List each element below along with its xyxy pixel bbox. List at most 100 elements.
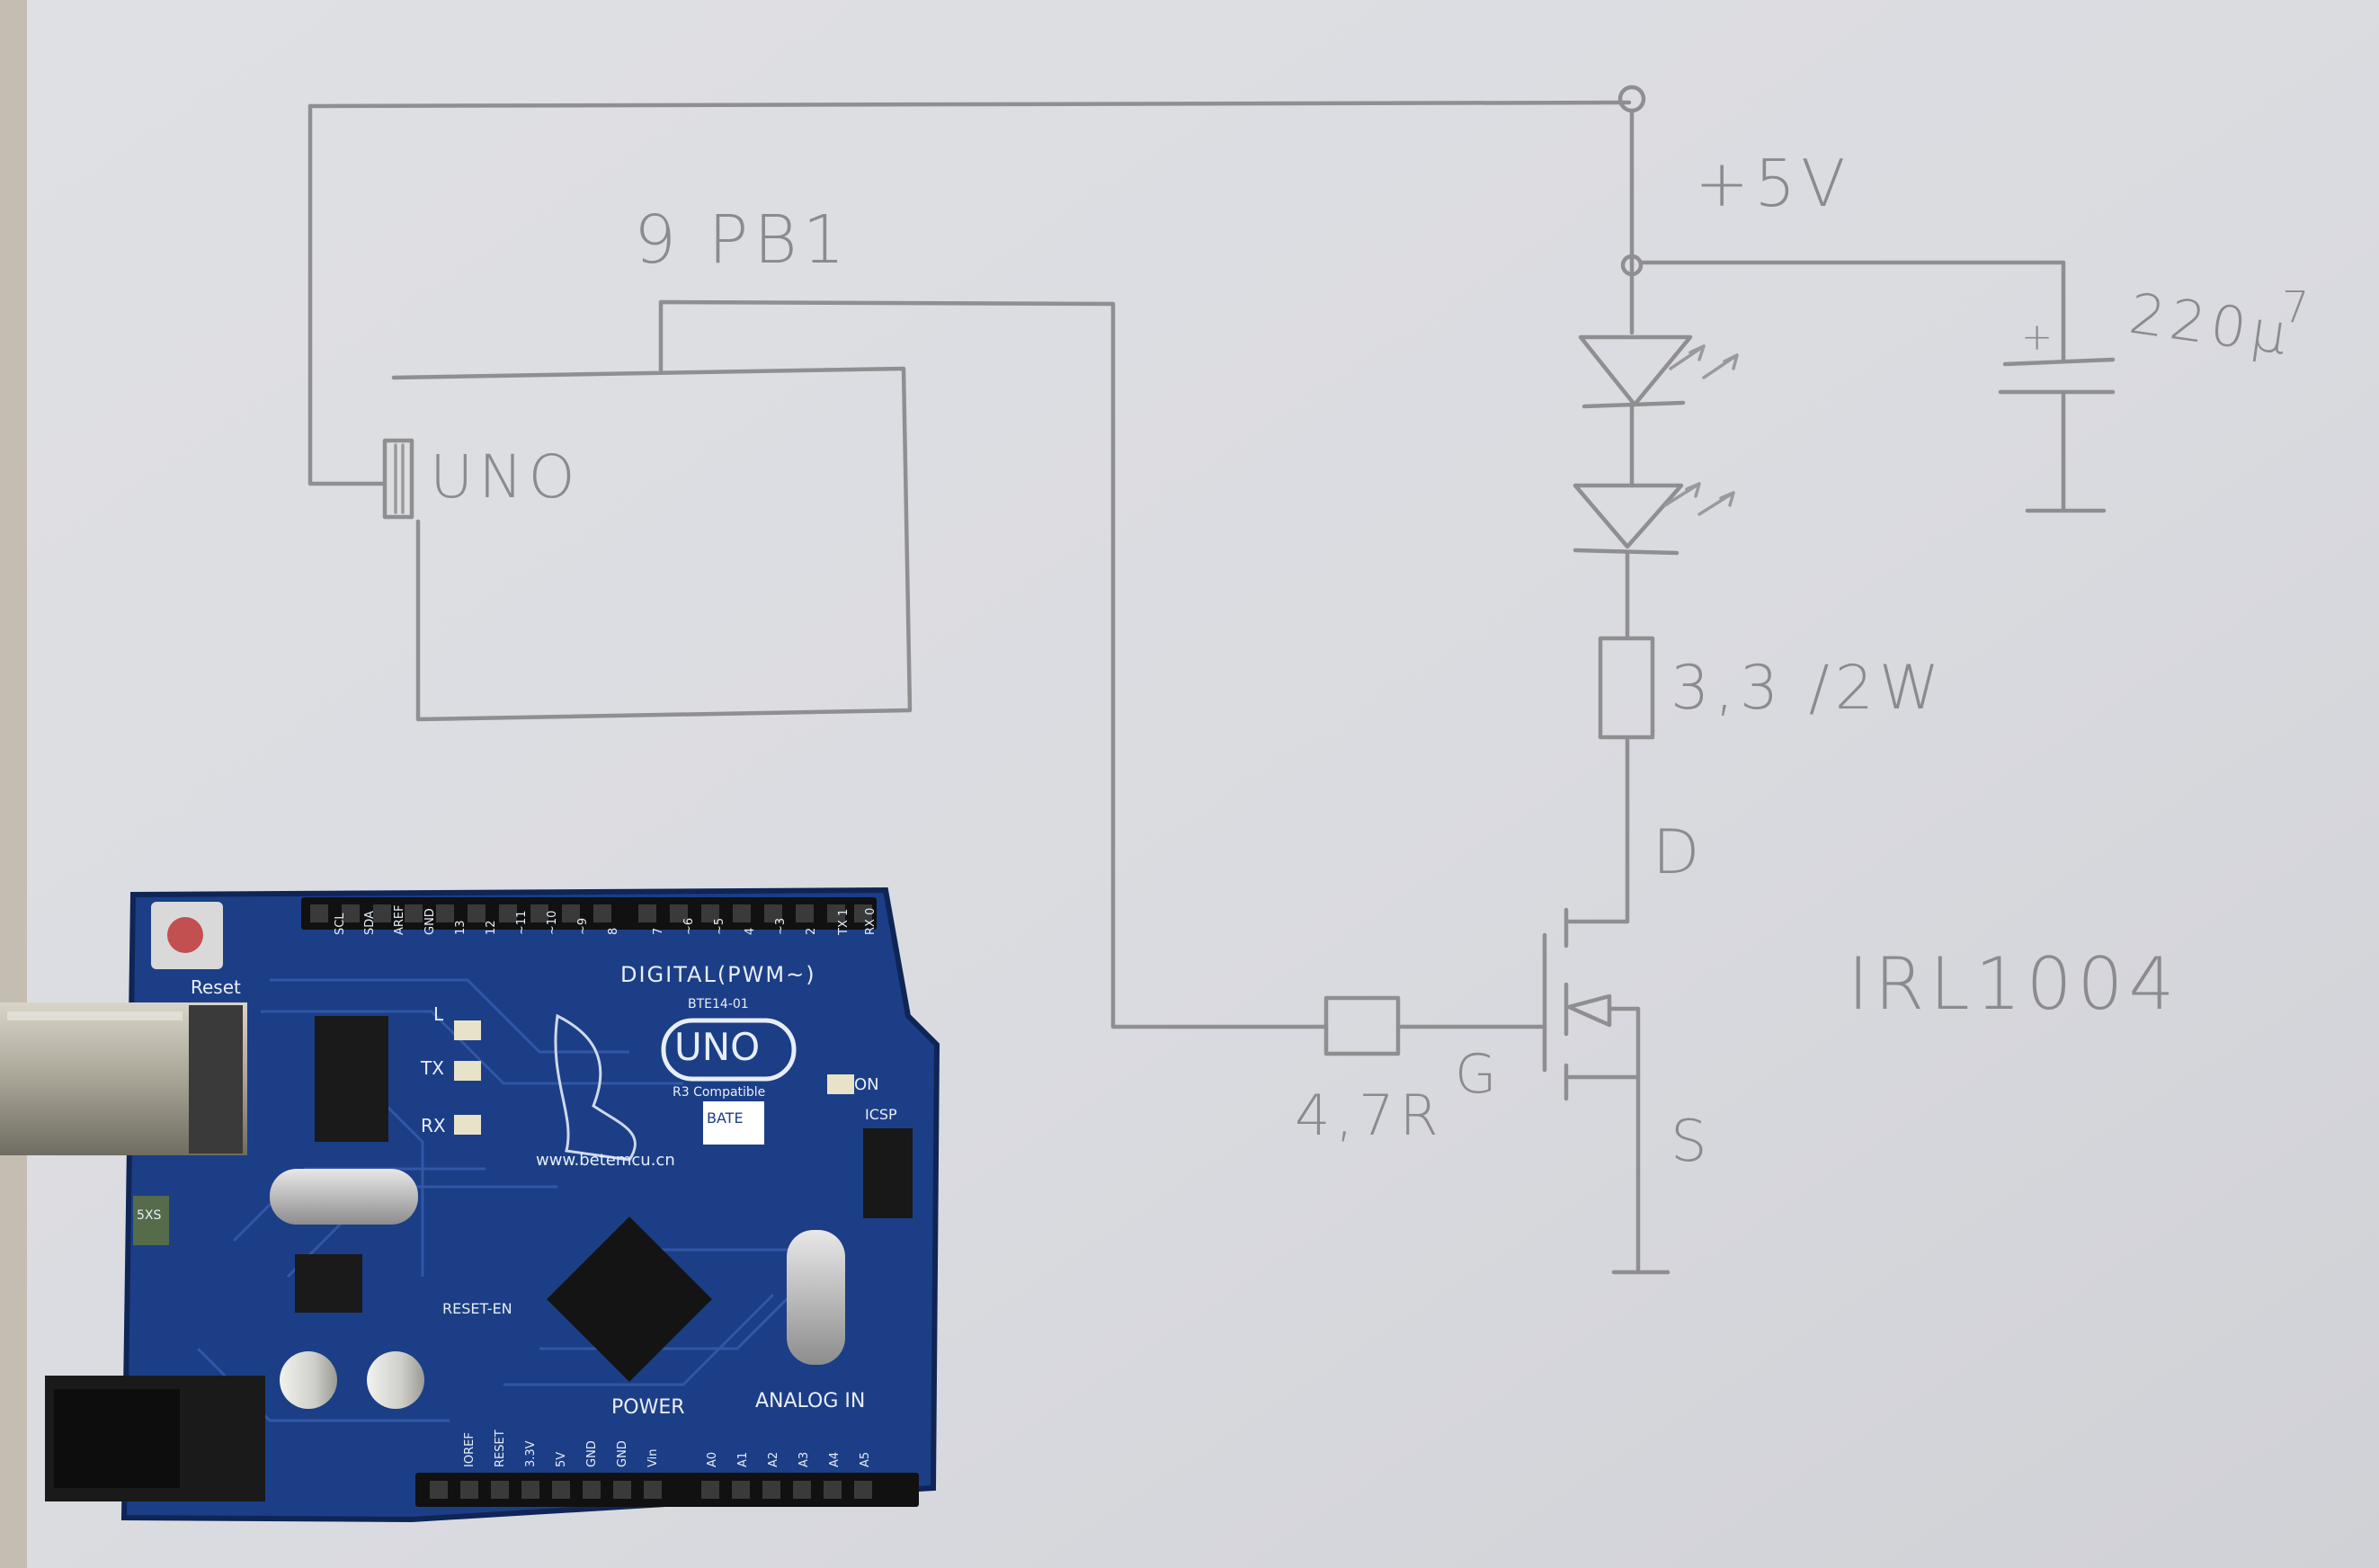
silk-led-l: L [433, 1003, 444, 1025]
board-mascot-logo [554, 1013, 637, 1162]
arduino-board [0, 886, 940, 1523]
silk-analog-pin-label: A5 [859, 1451, 872, 1467]
silk-pin-label: 13 [454, 920, 468, 935]
gate-resistor-label: 4,7R [1295, 1082, 1444, 1148]
silk-pin-label: ~9 [576, 917, 590, 935]
silk-reset: Reset [191, 976, 241, 998]
silk-power-pin-label: RESET [494, 1430, 507, 1467]
gate-resistor-symbol [1323, 995, 1401, 1056]
capacitor-mark-label: 7 [2282, 282, 2315, 333]
silk-pin-label: ~11 [515, 910, 529, 935]
microcontroller-chip [547, 1216, 712, 1382]
silk-analog-pin-label: A1 [736, 1451, 750, 1467]
silk-pin-label: ~6 [682, 917, 696, 935]
silk-power-pin-label: GND [585, 1440, 599, 1467]
silk-analog-pin-label: A2 [767, 1451, 780, 1467]
silk-reset-en: RESET-EN [442, 1300, 512, 1317]
silk-pin-label: 4 [744, 927, 757, 935]
uno-logo-outline [661, 1018, 797, 1082]
usb-connector-highlight [7, 1011, 183, 1020]
usb-serial-chip [315, 1016, 388, 1142]
silk-power-pin-label: GND [616, 1440, 629, 1467]
board-edge [120, 886, 940, 1523]
silk-power-pin-label: 5V [555, 1451, 568, 1467]
drain-wire [1566, 736, 1630, 924]
mosfet-part-label: IRL1004 [1848, 942, 2180, 1026]
uno-usb-jack-hatch [394, 443, 405, 514]
pencil-schematic [307, 85, 2116, 1275]
paper-edge-shadow [0, 0, 27, 1568]
silk-pin-label: AREF [393, 904, 406, 935]
series-resistor-label: 3,3 /2W [1671, 653, 1946, 724]
silk-power: POWER [611, 1396, 685, 1419]
led1-rays [1669, 344, 1739, 379]
electrolytic-capacitor-2 [367, 1351, 424, 1409]
silk-pin-label: RX 0 [864, 907, 878, 935]
silk-pin-label: SCL [334, 913, 347, 935]
silk-pin-label: ~10 [546, 910, 559, 935]
electrolytic-capacitor-1 [280, 1351, 337, 1409]
drain-label: D [1653, 817, 1706, 888]
led2-rays [1663, 482, 1735, 516]
fuse-component [133, 1196, 169, 1245]
silk-brand: BATE [707, 1109, 744, 1127]
digital-header-pins [310, 904, 872, 922]
silk-fuse: 5XS [137, 1208, 162, 1223]
silk-url: www.betemcu.cn [536, 1151, 675, 1170]
source-wire [1566, 1074, 1641, 1272]
gate-label: G [1455, 1043, 1502, 1106]
silk-model: BTE14-01 [688, 997, 749, 1011]
regulator-chip [295, 1254, 362, 1313]
capacitor-plus-label: + [2021, 315, 2059, 359]
silk-pin-label: ~5 [713, 917, 726, 935]
silk-led-tx: TX [421, 1057, 444, 1079]
silk-analog-pin-label: A0 [706, 1451, 719, 1467]
silk-analog-pin-label: A4 [828, 1451, 842, 1467]
silk-power-pin-label: Vin [646, 1448, 660, 1467]
on-led [827, 1074, 854, 1094]
silk-uno-logo: UNO [674, 1025, 761, 1069]
silk-pin-label: 2 [805, 927, 818, 935]
brand-badge [703, 1101, 764, 1145]
arduino-pin-label: 9 PB1 [634, 201, 851, 279]
silk-led-rx: RX [421, 1115, 446, 1136]
crystal-small [270, 1169, 418, 1225]
silk-pin-label: ~3 [774, 917, 788, 935]
source-label: S [1671, 1109, 1713, 1175]
led2-symbol [1573, 483, 1684, 549]
usb-connector-body [189, 1005, 243, 1154]
silk-analog-pin-label: A3 [797, 1451, 811, 1467]
junction-node [1620, 254, 1644, 277]
pin9-wire [658, 299, 1329, 1029]
power-analog-header-pins [430, 1481, 872, 1499]
crystal-large [787, 1230, 845, 1365]
mosfet-body-arrow [1566, 993, 1641, 1080]
rx-led [454, 1115, 481, 1135]
supply-wire-left [307, 103, 385, 486]
silk-pin-label: GND [423, 908, 437, 935]
supply-wire-top [307, 100, 1632, 109]
capacitor-plate-top [2002, 357, 2116, 367]
silk-on: ON [854, 1075, 879, 1094]
silk-pin-label: 7 [652, 927, 665, 935]
uno-box-label: UNO [430, 442, 581, 512]
tx-led [454, 1061, 481, 1081]
supply-voltage-label: +5V [1695, 146, 1851, 221]
l-led [454, 1020, 481, 1040]
silk-pin-label: 12 [485, 920, 498, 935]
reset-button [167, 917, 203, 953]
icsp-header [863, 1128, 913, 1218]
silk-power-pin-label: IOREF [463, 1432, 477, 1467]
silk-digital: DIGITAL(PWM~) [620, 962, 816, 987]
silk-pin-label: SDA [363, 911, 377, 935]
silk-icsp: ICSP [865, 1106, 897, 1123]
uno-usb-jack-symbol [382, 438, 414, 520]
silk-r3-compatible: R3 Compatible [673, 1085, 766, 1100]
capacitor-wire [1638, 260, 2066, 362]
uno-box-outline [391, 366, 913, 722]
silk-power-pin-label: 3.3V [524, 1440, 538, 1467]
led1-bar [1582, 400, 1686, 409]
silk-analog-in: ANALOG IN [755, 1390, 866, 1412]
power-jack-opening [54, 1389, 180, 1488]
